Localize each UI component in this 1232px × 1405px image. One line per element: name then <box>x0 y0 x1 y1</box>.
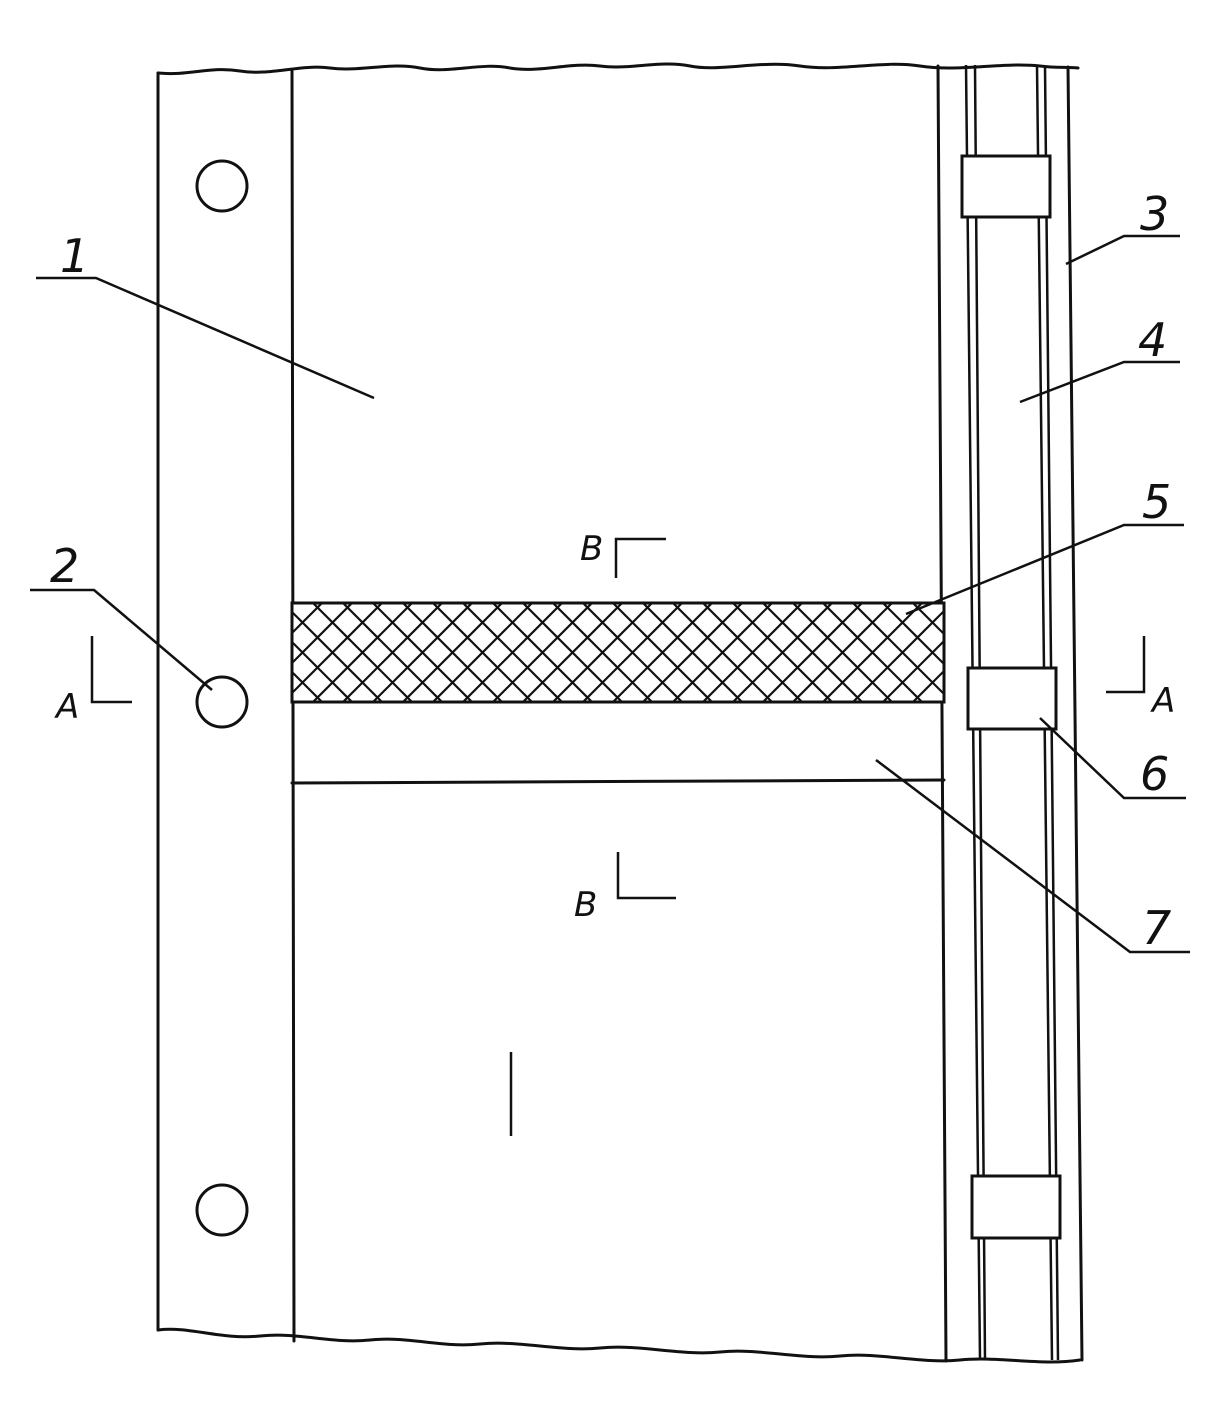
section-marker-b-top: B <box>580 529 666 578</box>
leader-lines <box>30 234 1190 954</box>
label-part-5: 5 <box>1142 475 1171 529</box>
label-part-1: 1 <box>60 229 89 283</box>
bottom-break-line <box>156 1327 1082 1364</box>
svg-text:B: B <box>580 529 603 569</box>
label-part-6: 6 <box>1140 747 1169 801</box>
bolt-hole-bottom <box>195 1183 249 1237</box>
section-marker-b-bottom: B <box>574 852 676 925</box>
label-part-7: 7 <box>1142 901 1171 955</box>
svg-text:B: B <box>574 885 597 925</box>
label-part-3: 3 <box>1140 187 1169 241</box>
top-break-line <box>156 62 1080 76</box>
clamp-block-bottom <box>970 1174 1062 1240</box>
lower-strip-edge <box>290 778 946 785</box>
bolt-hole-middle <box>195 675 249 729</box>
frame-outer-edge <box>1066 65 1084 1362</box>
label-part-4: 4 <box>1138 313 1167 367</box>
svg-text:A: A <box>1150 681 1175 721</box>
clamp-block-top <box>960 154 1052 219</box>
mesh-strip <box>290 601 946 704</box>
panel-right-edge <box>936 64 948 1363</box>
flange-inner-edge <box>290 68 296 1343</box>
label-part-2: 2 <box>50 539 79 593</box>
svg-text:A: A <box>54 687 79 727</box>
section-marker-a-right: A <box>1106 636 1175 721</box>
bolt-hole-top <box>195 159 249 213</box>
section-marker-a-left: A <box>54 636 132 727</box>
